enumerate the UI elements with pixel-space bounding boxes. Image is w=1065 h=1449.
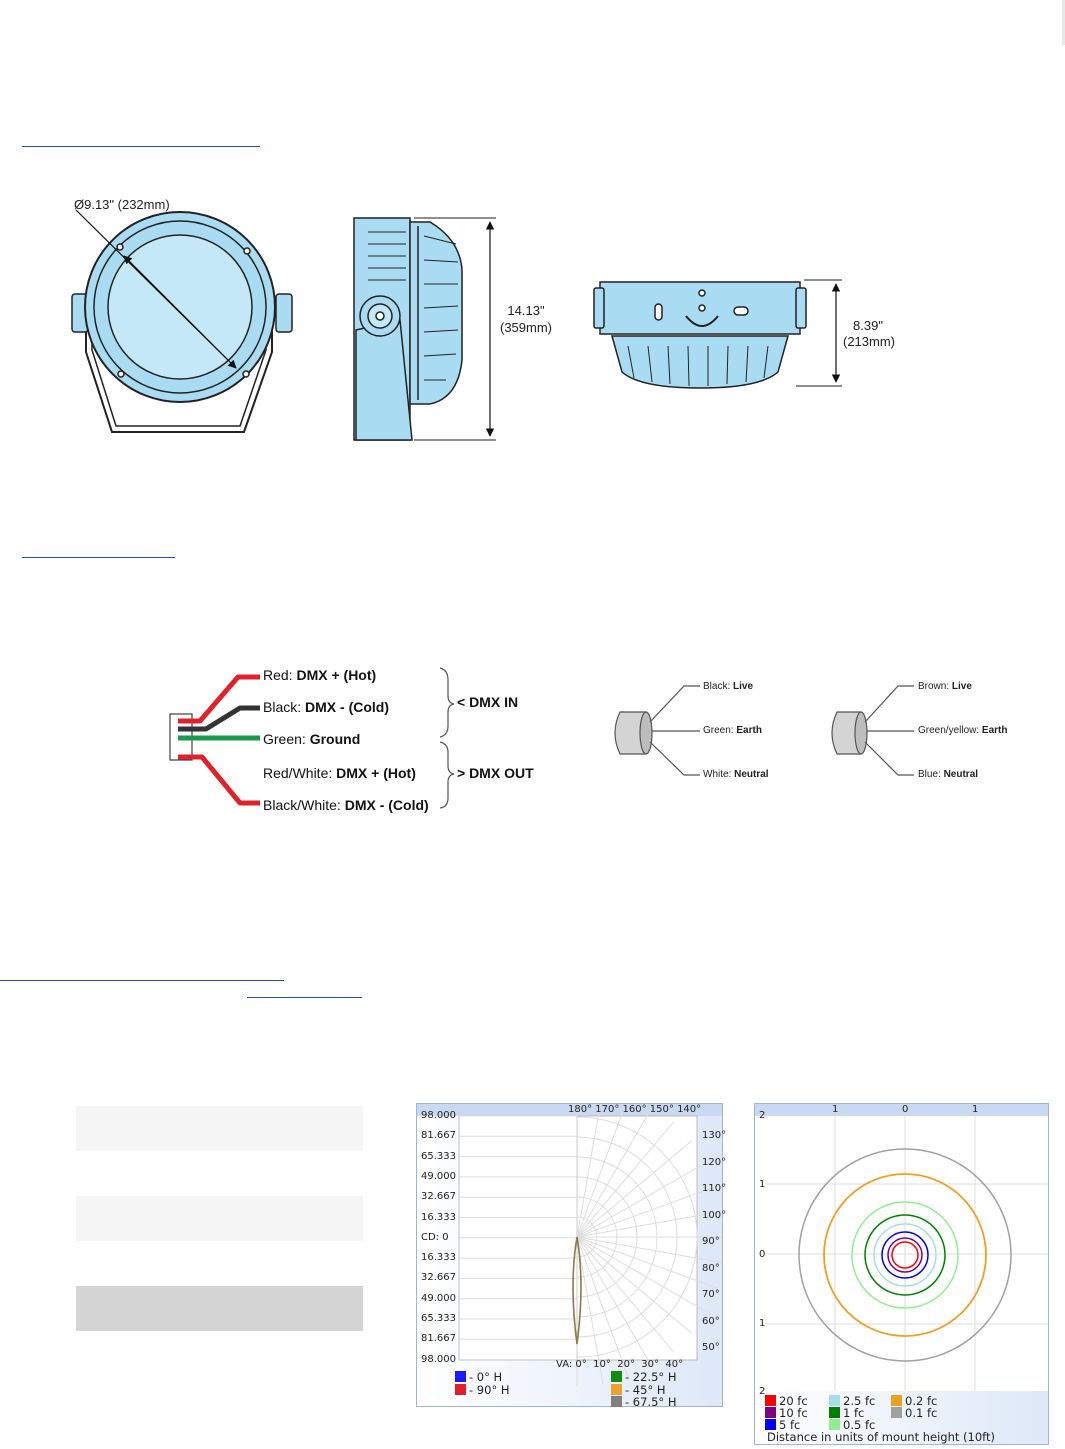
polar-bottom-angles: VA: 0° 10° 20° 30° 40° [556, 1359, 684, 1370]
isofootcandle-chart: 1 0 1 2 1 0 1 2 20 fc 10 fc 5 fc 2.5 fc … [754, 1103, 1049, 1445]
side-view [353, 217, 496, 441]
cd-tick-2: 65.333 [421, 1150, 456, 1162]
angle-tick-2: 110° [702, 1183, 727, 1194]
iso-left-tick-0: 2 [759, 1110, 766, 1121]
wire-label-green: Green: Ground [263, 731, 361, 747]
polar-legend-4: - 67.5° H [611, 1395, 676, 1409]
iso-legend-3: 2.5 fc [829, 1394, 875, 1408]
polar-legend-0: - 0° H [455, 1370, 502, 1384]
iso-left-tick-4: 2 [759, 1386, 766, 1397]
iso-0.1fc [798, 1148, 1012, 1362]
polar-legend-1: - 90° H [455, 1383, 510, 1397]
wire-label-red-white: Red/White: DMX + (Hot) [263, 765, 416, 781]
us-earth-label: Green: Earth [703, 725, 762, 736]
eu-neutral-label: Blue: Neutral [918, 769, 979, 780]
front-view [71, 209, 293, 433]
iso-1fc [864, 1214, 946, 1296]
iso-legend-1: 10 fc [765, 1406, 808, 1420]
cd-tick-10: 65.333 [421, 1313, 456, 1324]
section-rule-photometry [0, 980, 284, 981]
iso-legend-4: 1 fc [829, 1406, 864, 1420]
iso-plot [755, 1104, 1048, 1391]
polar-top-angles: 180° 170° 160° 150° 140° [568, 1104, 702, 1115]
cd-tick-6: CD: 0 [421, 1231, 449, 1243]
cd-tick-0: 98.000 [421, 1110, 456, 1121]
cd-tick-8: 32.667 [421, 1272, 456, 1284]
polar-candela-chart: 180° 170° 160° 150° 140° 98.000 81.667 65.… [416, 1103, 727, 1409]
iso-20fc [891, 1241, 919, 1269]
us-neutral-label: White: Neutral [703, 769, 769, 780]
polar-grid [417, 1104, 722, 1387]
polar-legend-2: - 22.5° H [611, 1370, 676, 1384]
cd-tick-5: 16.333 [421, 1211, 456, 1223]
angle-tick-8: 50° [702, 1342, 720, 1353]
candela-curve [572, 1236, 582, 1345]
iso-2.5fc [873, 1223, 937, 1287]
top-view [593, 279, 842, 389]
photometry-link-underline[interactable] [247, 997, 362, 998]
photometry-row-3 [76, 1286, 363, 1331]
iso-10fc [887, 1237, 923, 1273]
cd-tick-7: 16.333 [421, 1252, 456, 1264]
dmx-wiring-diagram [169, 667, 455, 809]
section-rule-dimensions [22, 146, 260, 147]
wire-label-black-white: Black/White: DMX - (Cold) [263, 797, 429, 813]
wire-label-red: Red: DMX + (Hot) [263, 667, 377, 683]
depth-mm-label: (213mm) [842, 334, 895, 349]
iso-note: Distance in units of mount height (10ft) [767, 1430, 996, 1444]
fixture-dimension-drawings [71, 209, 842, 441]
cable-eu [831, 685, 914, 776]
iso-left-tick-1: 1 [759, 1179, 766, 1190]
power-cable-diagrams [614, 685, 914, 776]
height-inches-label: 14.13" [507, 303, 545, 318]
angle-tick-4: 90° [702, 1236, 720, 1247]
iso-top-tick-2: 1 [972, 1104, 979, 1115]
dmx-out-label: > DMX OUT [457, 765, 534, 781]
wire-label-black: Black: DMX - (Cold) [263, 699, 389, 715]
iso-0.2fc [823, 1173, 987, 1337]
cd-tick-4: 32.667 [421, 1191, 456, 1203]
photometry-row-2 [76, 1196, 363, 1241]
height-mm-label: (359mm) [499, 320, 552, 335]
cd-tick-3: 49.000 [421, 1170, 456, 1182]
depth-inches-label: 8.39" [853, 318, 883, 333]
iso-legend-6: 0.2 fc [891, 1394, 937, 1408]
angle-tick-7: 60° [702, 1315, 720, 1327]
dmx-in-label: < DMX IN [457, 694, 519, 710]
angle-tick-6: 70° [702, 1289, 720, 1300]
iso-legend-0: 20 fc [765, 1394, 808, 1408]
iso-top-tick-0: 1 [832, 1104, 839, 1115]
cd-tick-12: 98.000 [421, 1353, 456, 1365]
iso-0.5fc [851, 1201, 959, 1309]
scroll-edge [1062, 0, 1065, 45]
iso-left-tick-3: 1 [759, 1318, 766, 1329]
cd-tick-11: 81.667 [421, 1333, 456, 1345]
iso-legend-2: 5 fc [765, 1418, 800, 1432]
cd-tick-9: 49.000 [421, 1292, 456, 1304]
eu-earth-label: Green/yellow: Earth [918, 725, 1008, 736]
diameter-label: Ø9.13" (232mm) [74, 197, 170, 212]
cd-tick-1: 81.667 [421, 1130, 456, 1142]
polar-legend-3: - 45° H [611, 1383, 666, 1397]
angle-tick-5: 80° [702, 1262, 720, 1274]
angle-tick-1: 120° [702, 1156, 727, 1168]
iso-5fc [881, 1231, 929, 1279]
iso-legend-7: 0.1 fc [891, 1406, 937, 1420]
photometry-row-1 [76, 1106, 363, 1151]
eu-live-label: Brown: Live [918, 681, 972, 692]
us-live-label: Black: Live [703, 681, 754, 692]
iso-legend-5: 0.5 fc [829, 1418, 875, 1432]
angle-tick-0: 130° [702, 1130, 727, 1141]
section-rule-wiring [22, 557, 175, 558]
iso-left-tick-2: 0 [759, 1249, 766, 1260]
cable-us [614, 685, 700, 776]
iso-top-tick-1: 0 [902, 1104, 909, 1115]
angle-tick-3: 100° [702, 1209, 727, 1221]
